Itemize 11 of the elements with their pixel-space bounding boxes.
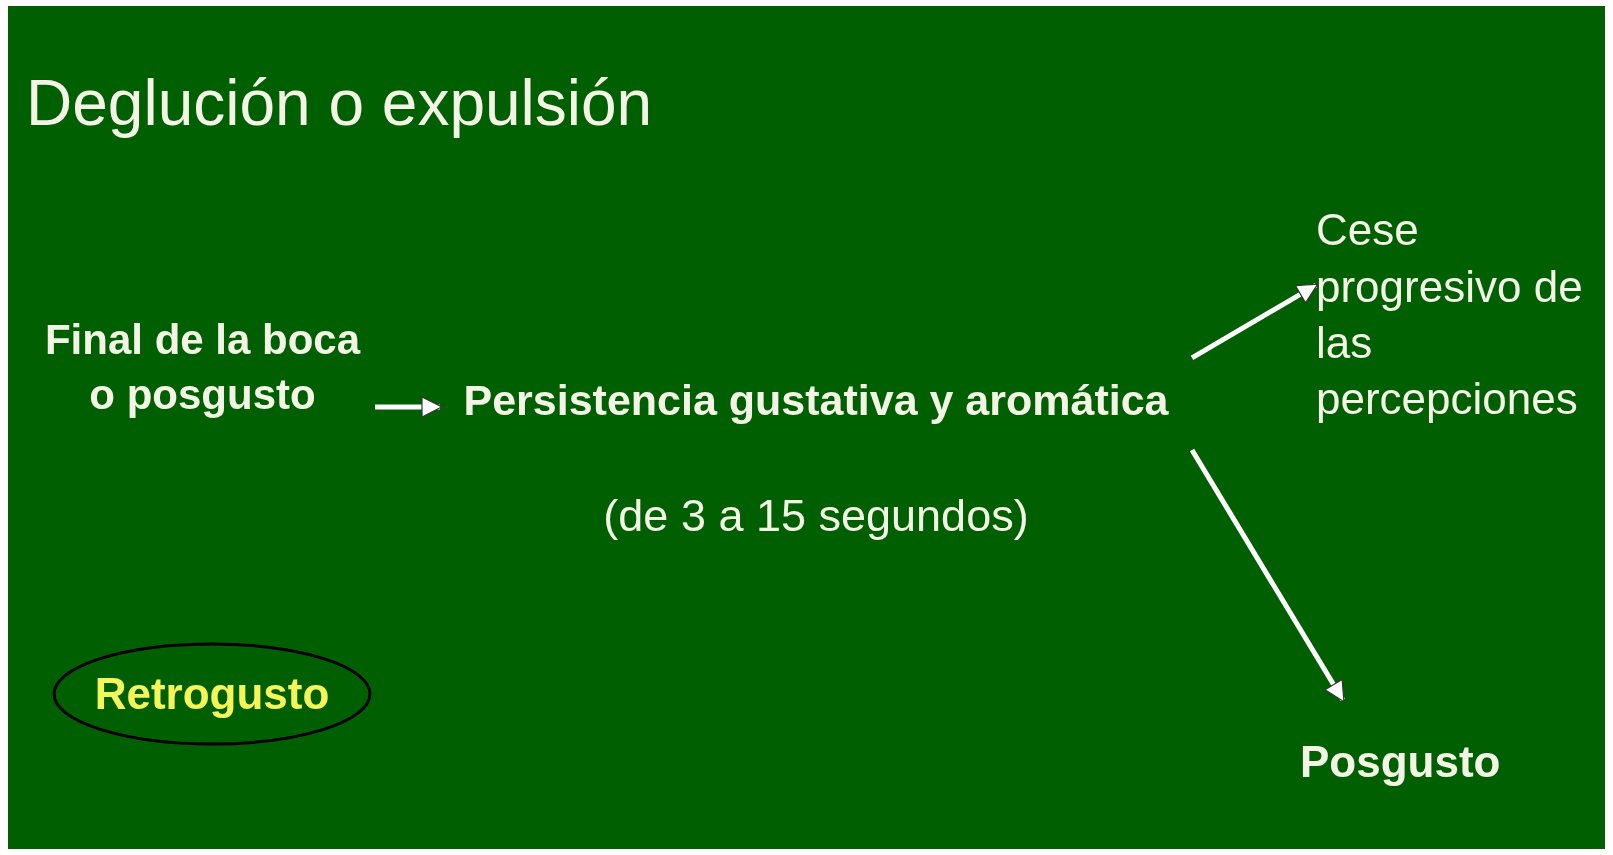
node-label: Cese progresivo de las percepciones xyxy=(1316,204,1584,426)
node-label: Retrogusto xyxy=(94,668,330,721)
node-label: Posgusto xyxy=(1300,735,1501,788)
arrow xyxy=(375,396,443,418)
slide-title: Deglución o expulsión xyxy=(26,66,653,140)
node-label: Persistencia gustativa y aromática xyxy=(463,375,1169,427)
arrow xyxy=(1189,448,1346,703)
arrow xyxy=(1190,282,1319,361)
node-label: Final de la boca o posgusto xyxy=(43,315,362,420)
duration-note: (de 3 a 15 segundos) xyxy=(602,490,1030,542)
oval-shape xyxy=(52,642,372,746)
